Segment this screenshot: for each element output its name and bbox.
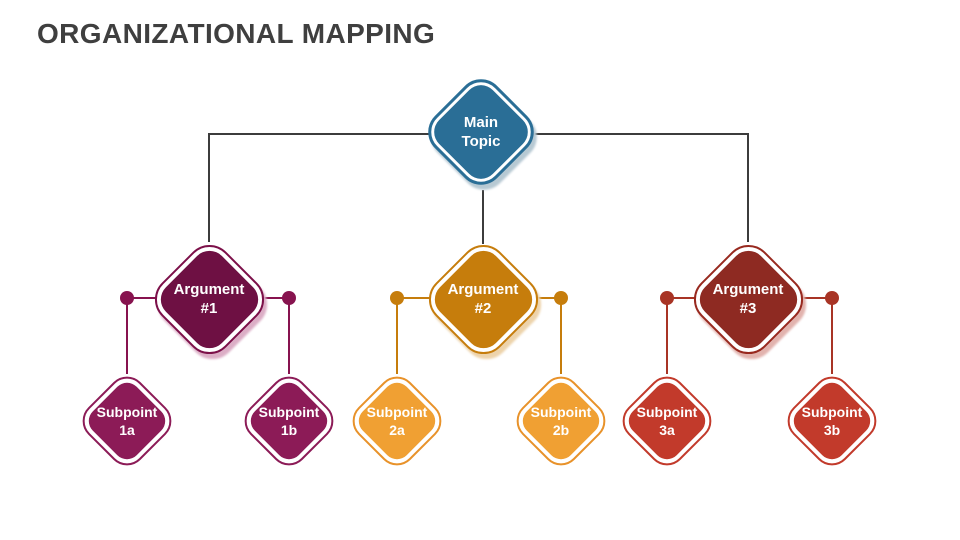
branch2-drop-line-b: [560, 298, 562, 374]
node-subpoint-2a: Subpoint 2a: [344, 368, 450, 474]
connector-root-to-arg1: [208, 133, 210, 242]
node-argument-1: Argument #1: [144, 234, 274, 364]
node-subpoint-1b: Subpoint 1b: [236, 368, 342, 474]
node-argument-3: Argument #3: [683, 234, 813, 364]
branch2-drop-line-a: [396, 298, 398, 374]
branch2-junction-dot-b: [554, 291, 568, 305]
branch3-junction-dot-a: [660, 291, 674, 305]
node-label: Argument #2: [447, 281, 519, 317]
node-label: Main Topic: [461, 114, 501, 150]
branch3-drop-line-a: [666, 298, 668, 374]
node-label: Subpoint 1b: [258, 404, 320, 438]
node-subpoint-1a: Subpoint 1a: [74, 368, 180, 474]
node-label: Subpoint 3a: [636, 404, 698, 438]
branch2-junction-dot-a: [390, 291, 404, 305]
node-label: Subpoint 2b: [530, 404, 592, 438]
node-subpoint-3a: Subpoint 3a: [614, 368, 720, 474]
node-argument-2: Argument #2: [418, 234, 548, 364]
branch1-drop-line-a: [126, 298, 128, 374]
branch3-drop-line-b: [831, 298, 833, 374]
connector-root-to-arg2: [482, 190, 484, 244]
branch1-junction-dot-b: [282, 291, 296, 305]
node-subpoint-3b: Subpoint 3b: [779, 368, 885, 474]
node-label: Subpoint 2a: [366, 404, 428, 438]
node-label: Argument #3: [712, 281, 784, 317]
connector-root-to-arg3: [747, 133, 749, 242]
node-label: Subpoint 3b: [801, 404, 863, 438]
node-label: Argument #1: [173, 281, 245, 317]
node-main-topic: Main Topic: [418, 69, 544, 195]
branch3-junction-dot-b: [825, 291, 839, 305]
node-subpoint-2b: Subpoint 2b: [508, 368, 614, 474]
branch1-junction-dot-a: [120, 291, 134, 305]
branch1-drop-line-b: [288, 298, 290, 374]
slide-title: ORGANIZATIONAL MAPPING: [37, 18, 436, 49]
node-label: Subpoint 1a: [96, 404, 158, 438]
